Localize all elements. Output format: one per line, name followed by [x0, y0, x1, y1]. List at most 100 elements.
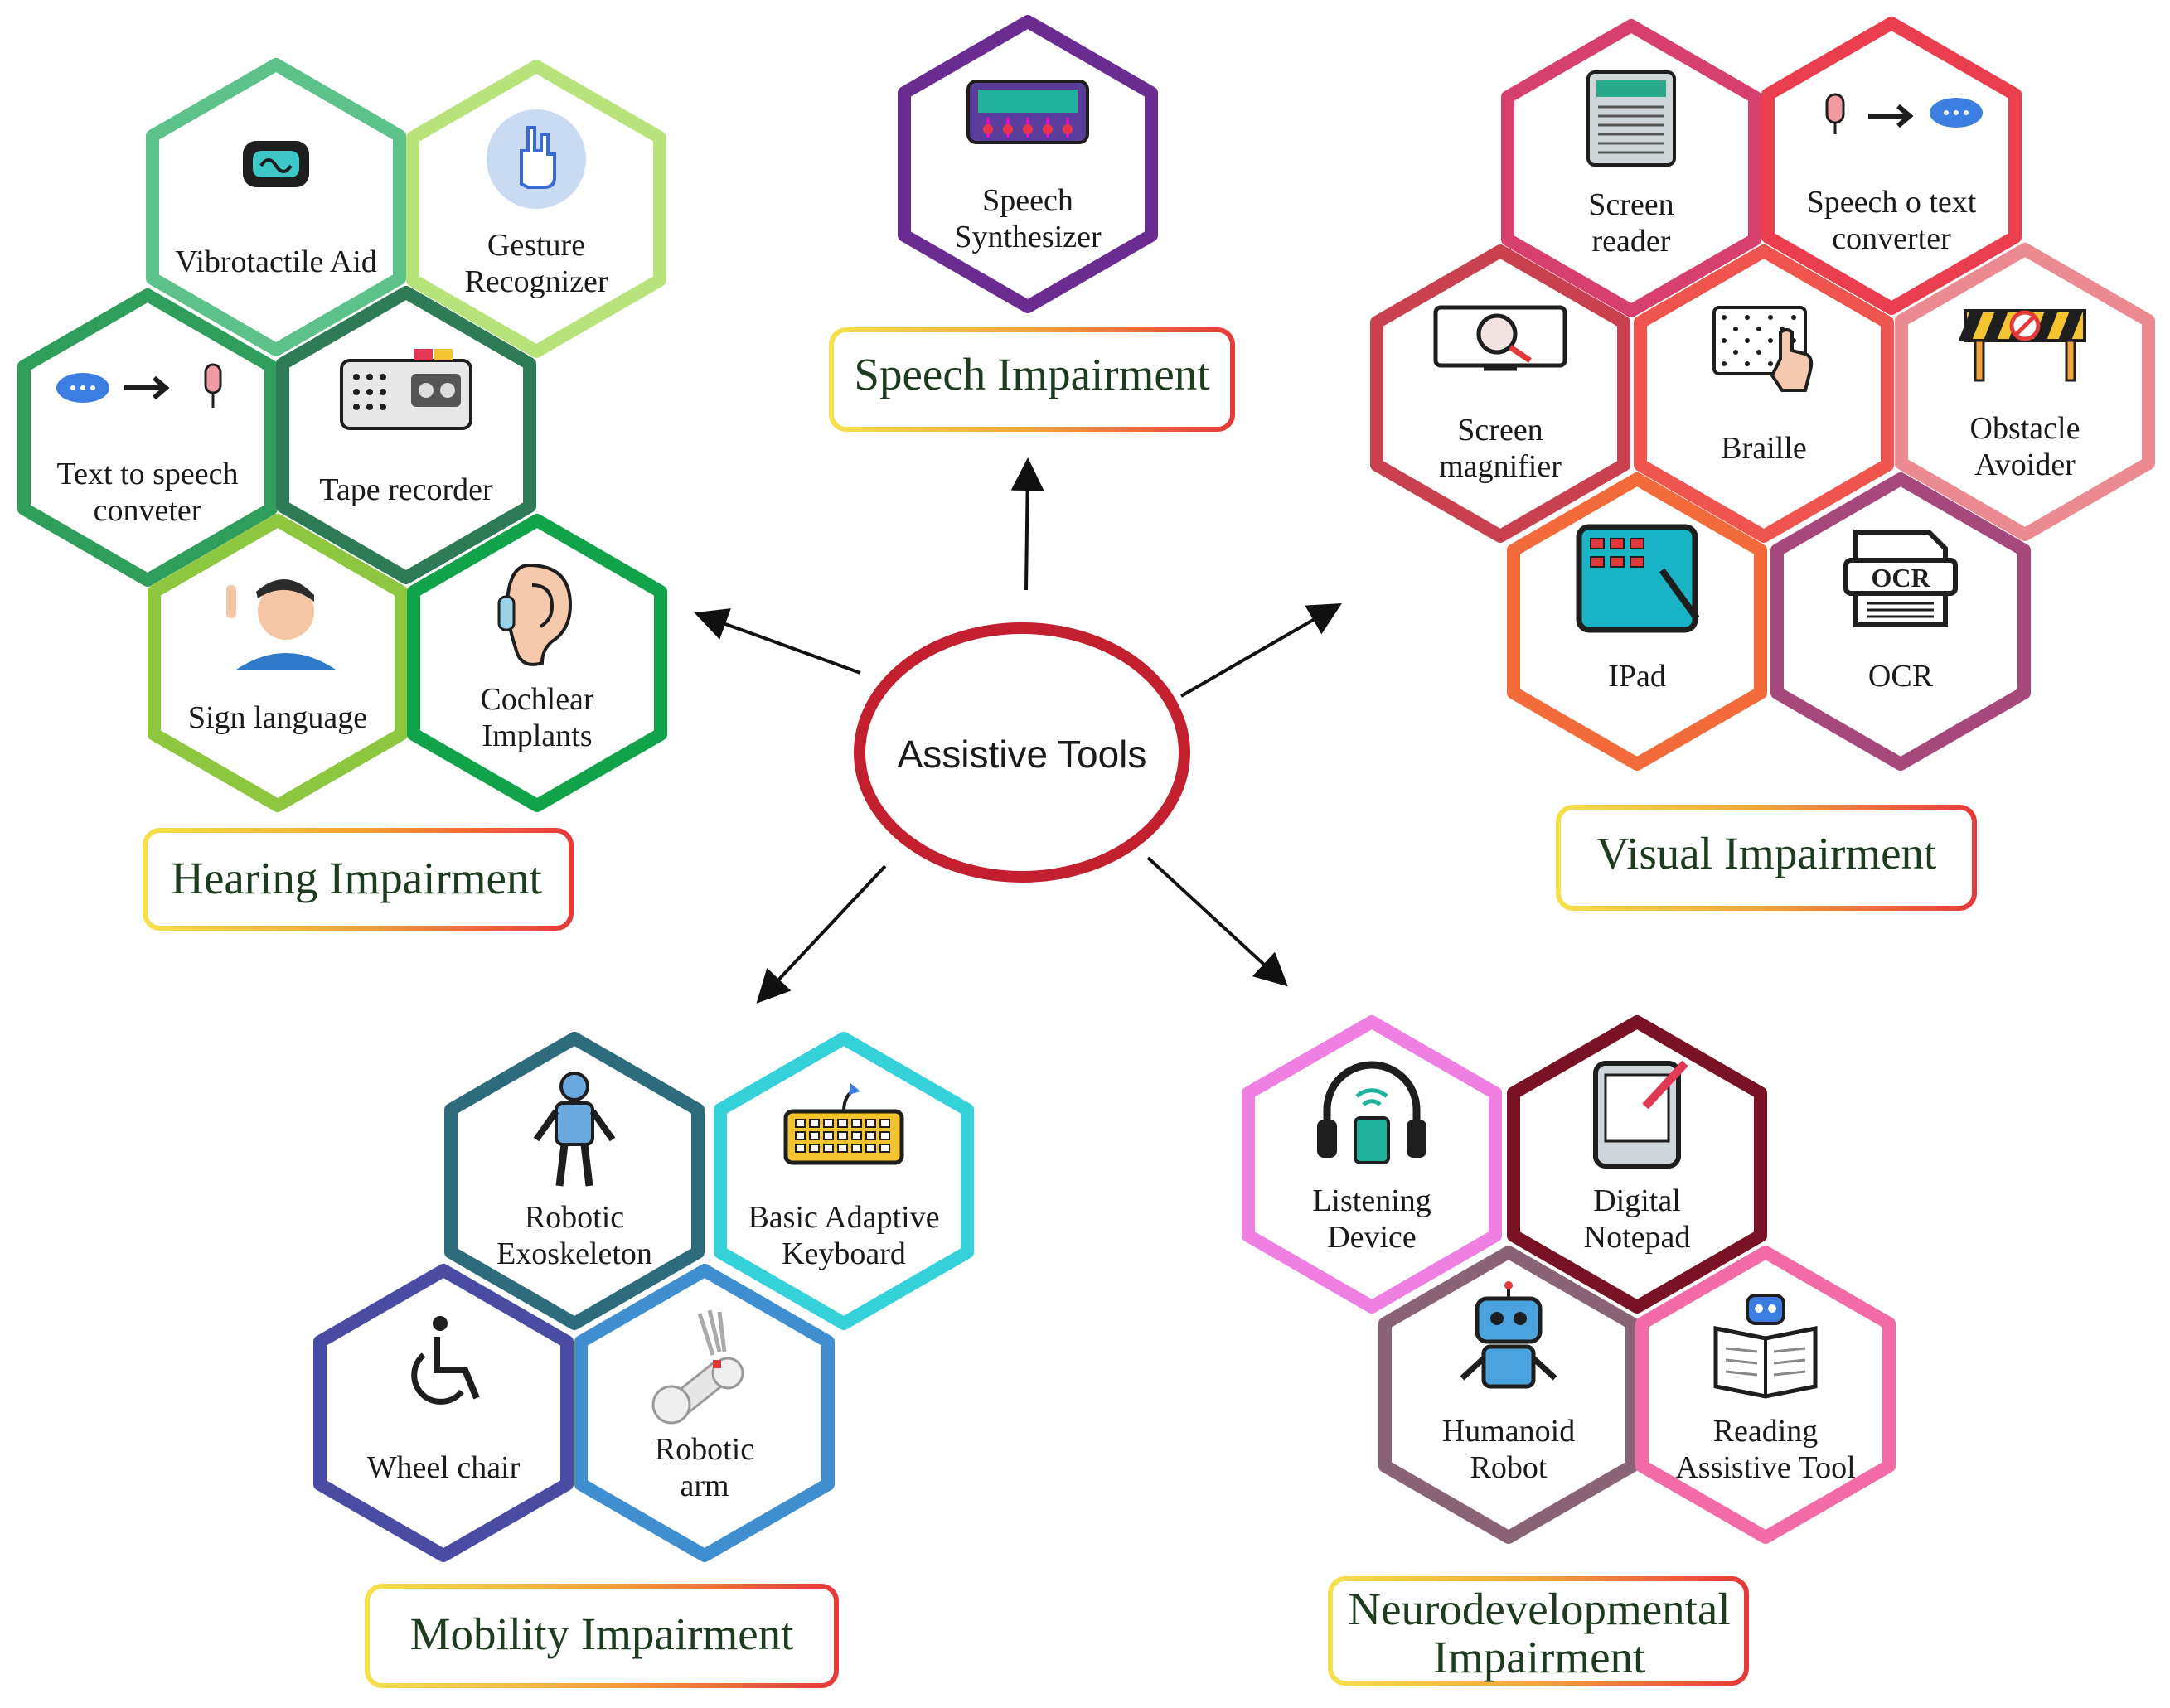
svg-text:OCR: OCR: [1871, 563, 1930, 593]
hexagon-frame: [444, 1032, 705, 1330]
tool-label-line1: Humanoid: [1442, 1414, 1575, 1449]
tool-label-line2: magnifier: [1439, 449, 1562, 484]
category-visual: Visual Impairment: [1556, 805, 1977, 911]
tool-label-line2: Implants: [482, 719, 593, 753]
category-box: [143, 828, 574, 931]
speech-to-text-icon: [1825, 93, 1983, 134]
hexagon-frame: [1501, 19, 1761, 317]
category-speech: Speech Impairment: [829, 327, 1235, 432]
exoskeleton-icon: [533, 1072, 616, 1187]
tool-label-line1: Text to speech: [57, 457, 239, 491]
tablet-icon: [1576, 524, 1700, 633]
ocr-icon: OCR: [1843, 530, 1958, 627]
category-neuro: Neurodevelopmental Impairment: [1328, 1576, 1749, 1686]
hexagon-frame: [1634, 244, 1894, 543]
tool-label-line1: Speech: [982, 183, 1073, 218]
tool-label-line1: Gesture: [487, 228, 585, 263]
notepad-icon: [1593, 1060, 1688, 1169]
arrow-to-speech: [1010, 457, 1044, 591]
arrow-to-visual: [1179, 602, 1342, 698]
ear-icon: [497, 563, 573, 666]
arrow-to-neuro: [1146, 856, 1288, 987]
tool-label-line1: Vibrotactile Aid: [175, 244, 377, 279]
ipad-node: IPad: [1507, 472, 1767, 771]
ocr-node: OCR OCR: [1770, 472, 2031, 771]
hexagon-frame: [313, 1264, 574, 1562]
arrows: [694, 457, 1342, 1004]
tape-recorder-icon: [340, 349, 472, 430]
hexagon-frame: [1378, 1246, 1639, 1544]
braille-node: Braille: [1634, 244, 1894, 543]
wheel-chair-node: Wheel chair: [313, 1264, 574, 1562]
hexagon-frame: [17, 288, 278, 587]
robot-icon: [1460, 1281, 1557, 1389]
category-mobility: Mobility Impairment: [365, 1584, 839, 1688]
hexagon-frame: [574, 1264, 835, 1562]
arrow-to-hearing: [694, 608, 861, 675]
synthesizer-icon: [966, 80, 1089, 144]
center-label: Assistive Tools: [898, 733, 1147, 776]
tool-label-line2: Device: [1327, 1220, 1417, 1255]
tool-label-line1: Speech o text: [1807, 185, 1977, 220]
hexagon-frame: [146, 58, 406, 356]
tool-label-line1: Robotic: [655, 1432, 754, 1467]
category-box: [365, 1584, 839, 1688]
hexagon-frame: [714, 1032, 974, 1330]
hand-gesture-icon: [487, 109, 586, 209]
hexagon-frame: [1895, 243, 2155, 541]
vibrotactile-aid-node: Vibrotactile Aid: [146, 58, 406, 356]
tool-label-line2: Keyboard: [782, 1236, 906, 1271]
sign-language-icon: [226, 578, 336, 670]
tool-label-line2: Synthesizer: [954, 220, 1102, 254]
tool-label-line1: OCR: [1868, 659, 1934, 694]
tool-label-line1: Screen: [1457, 413, 1543, 448]
hexagon-frame: [276, 286, 536, 584]
tool-label-line1: Braille: [1721, 431, 1806, 466]
category-box: [829, 327, 1235, 432]
hexagon-frame: [1761, 17, 2022, 315]
tool-label-line1: Reading: [1713, 1414, 1819, 1449]
magnifier-icon: [1433, 305, 1567, 371]
tool-label-line2: converter: [1832, 221, 1951, 256]
screen-reader-icon: [1586, 70, 1676, 167]
tool-label-line1: Cochlear: [480, 682, 594, 717]
robotic-arm-icon: [651, 1309, 744, 1425]
tool-label-line1: Screen: [1588, 187, 1674, 222]
tool-label-line2: Exoskeleton: [496, 1236, 652, 1271]
tape-recorder-node: Tape recorder: [276, 286, 536, 584]
headphones-icon: [1317, 1061, 1426, 1164]
category-label: Mobility Impairment: [410, 1609, 794, 1659]
tool-label-line2: Recognizer: [464, 264, 608, 299]
braille-icon: [1712, 306, 1814, 392]
tool-label-line2: conveter: [94, 493, 202, 528]
tool-label-line2: Notepad: [1584, 1220, 1691, 1255]
text-to-speech-icon: [56, 363, 222, 408]
tool-label-line2: arm: [680, 1468, 729, 1503]
tool-label-line2: Assistive Tool: [1675, 1450, 1855, 1485]
tool-label-line1: Sign language: [188, 700, 367, 735]
category-box: [1328, 1576, 1749, 1686]
center-node: Assistive Tools: [854, 622, 1190, 883]
arrow-to-mobility: [756, 864, 887, 1004]
tool-label-line2: Avoider: [1974, 448, 2076, 482]
category-label-line1: Neurodevelopmental: [1348, 1584, 1730, 1634]
barrier-icon: [1959, 309, 2086, 382]
category-label-line2: Impairment: [1433, 1632, 1646, 1682]
category-box: [1556, 805, 1977, 911]
category-label: Hearing Impairment: [171, 853, 541, 903]
category-label: Speech Impairment: [854, 349, 1209, 399]
